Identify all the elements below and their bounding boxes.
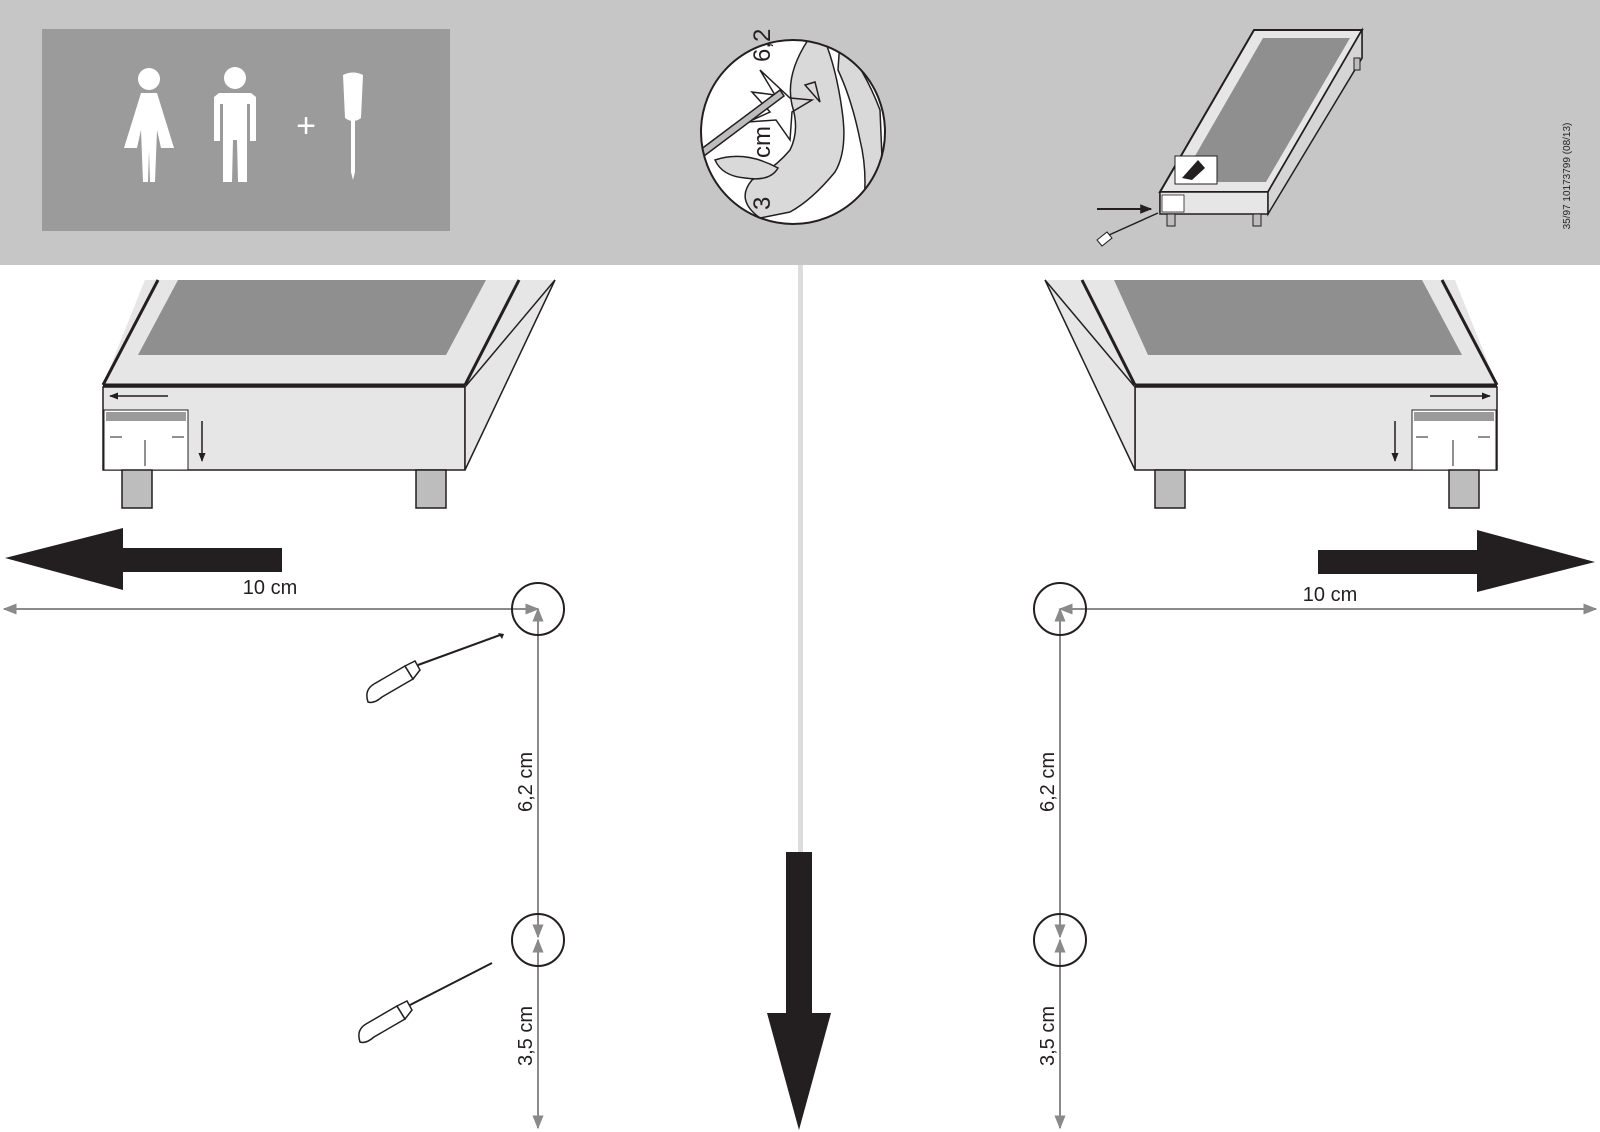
small-screwdriver-icon [1096,212,1159,247]
down-direction-arrow [767,852,831,1130]
right-dimensions: 10 cm 6,2 cm 3,5 cm [1033,582,1598,1130]
left-dimensions: 10 cm 6,2 cm 3,5 cm [2,577,565,1130]
right-lower-vertical-label: 3,5 cm [1037,1006,1059,1066]
hole-marker-upper [1033,582,1087,636]
hole-marker-lower [1033,913,1087,967]
magnifier-label-c: 3 [749,197,776,210]
left-appliance-corner [101,279,556,509]
screwdriver-icon [366,633,504,704]
right-upper-vertical-label: 6,2 cm [1037,752,1059,812]
center-divider [798,265,803,855]
hole-marker-lower [511,913,565,967]
right-appliance-corner [1044,279,1499,509]
foot [121,469,153,509]
screwdriver-icon [358,962,493,1044]
left-lower-vertical-label: 3,5 cm [515,1006,537,1066]
screwdriver-icon [343,72,363,180]
magnifier-icon: 6,2 cm 3 [700,29,886,225]
magnifier-label-b: cm [749,126,776,158]
required-people-and-tools: + [42,29,450,231]
left-direction-arrow [5,528,282,590]
plus-sign: + [296,107,316,145]
foot [415,469,447,509]
foot [1154,469,1186,509]
left-horizontal-label: 10 cm [243,577,297,599]
magnifier-label-a: 6,2 [749,29,776,62]
hole-marker-upper [511,582,565,636]
foot [1448,469,1480,509]
right-direction-arrow [1318,530,1595,592]
document-code: 35/97 10173799 (08/13) [1562,123,1573,230]
right-horizontal-label: 10 cm [1303,584,1357,606]
left-upper-vertical-label: 6,2 cm [515,752,537,812]
cooktop-overview-icon [1096,27,1364,247]
woman-icon [124,68,174,182]
man-icon [214,67,256,182]
